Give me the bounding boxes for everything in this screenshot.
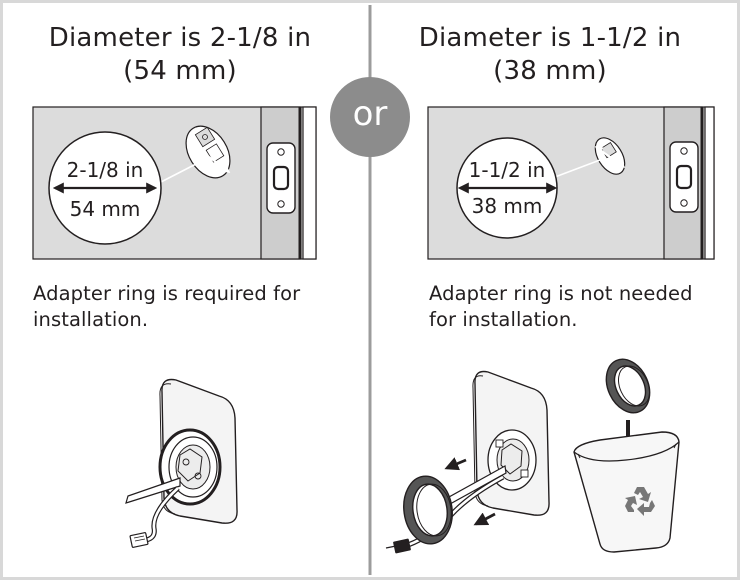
left-caption-line1: Adapter ring is required for: [33, 282, 301, 305]
left-circle-inches: 2-1/8 in: [66, 158, 144, 182]
right-title: Diameter is 1-1/2 in (38 mm): [390, 22, 710, 88]
left-caption: Adapter ring is required for installatio…: [33, 281, 353, 333]
or-label: or: [352, 94, 388, 134]
right-title-line2: (38 mm): [493, 56, 607, 86]
right-caption-line2: for installation.: [429, 308, 578, 331]
connector-plug-icon: [385, 538, 411, 554]
hole-measure-icon: [594, 137, 626, 175]
adapter-ring-icon: [403, 475, 453, 545]
door-panel-right: [427, 106, 715, 260]
adapter-ring-icon: [605, 358, 651, 414]
right-caption: Adapter ring is not needed for installat…: [429, 281, 729, 333]
arrow-icon: [444, 457, 467, 471]
left-caption-line2: installation.: [33, 308, 149, 331]
right-caption-line1: Adapter ring is not needed: [429, 282, 693, 305]
strike-plate-icon: [669, 141, 699, 213]
recycle-bin-icon: [573, 431, 680, 553]
right-circle-mm: 38 mm: [471, 194, 543, 218]
right-circle-inches: 1-1/2 in: [468, 158, 546, 182]
arrow-icon: [473, 512, 496, 526]
right-title-line1: Diameter is 1-1/2 in: [418, 23, 682, 53]
left-title-line2: (54 mm): [123, 56, 237, 86]
left-title-line1: Diameter is 2-1/8 in: [48, 23, 312, 53]
door-panel-left: [32, 106, 317, 260]
left-title: Diameter is 2-1/8 in (54 mm): [20, 22, 340, 88]
lock-assembly-icon: [125, 378, 238, 548]
or-badge: [330, 77, 410, 157]
lock-assembly-icon: [407, 370, 550, 548]
strike-plate-icon: [266, 142, 296, 214]
hole-measure-icon: [185, 125, 231, 179]
left-circle-mm: 54 mm: [69, 197, 141, 221]
